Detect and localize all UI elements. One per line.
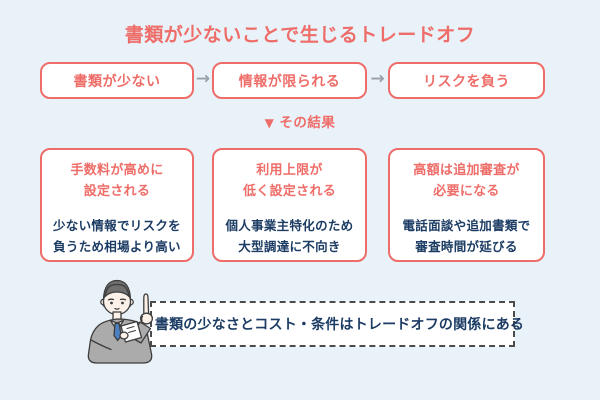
flow-step-bear-risk: リスクを負う (388, 62, 545, 99)
flow-step-few-documents: 書類が少ない (40, 62, 194, 99)
callout-text: 書類の少なさとコスト・条件はトレードオフの関係にある (154, 317, 525, 333)
triangle-down-icon: ▼ (264, 116, 275, 130)
flow-step-label: 書類が少ない (73, 73, 161, 90)
card-extra-review: 高額は追加審査が 必要になる 電話面談や追加書類で 審査時間が延びる (388, 148, 545, 262)
card-heading: 手数料が高めに 設定される (70, 163, 164, 199)
tie (113, 322, 122, 342)
card-low-limit: 利用上限が 低く設定される 個人事業主特化のため 大型調達に不向き (212, 148, 367, 262)
flow-step-label: 情報が限られる (238, 73, 341, 90)
card-high-fees: 手数料が高めに 設定される 少ない情報でリスクを 負うため相場より高い (40, 148, 194, 262)
flow-arrow-icon: → (195, 69, 211, 89)
callout-box: 書類の少なさとコスト・条件はトレードオフの関係にある (150, 301, 524, 347)
card-heading: 高額は追加審査が 必要になる (413, 163, 520, 199)
card-body: 電話面談や追加書類で 審査時間が延びる (402, 217, 531, 255)
flow-step-limited-info: 情報が限られる (212, 62, 367, 99)
result-label: ▼ その結果 (0, 111, 600, 131)
businessman-pointing-illustration (87, 279, 154, 364)
card-body: 少ない情報でリスクを 負うため相場より高い (52, 217, 181, 255)
flow-arrow-icon: → (370, 69, 385, 89)
card-heading: 利用上限が 低く設定される (242, 163, 337, 199)
page-title: 書類が少ないことで生じるトレードオフ (124, 24, 476, 46)
card-body: 個人事業主特化のため 大型調達に不向き (225, 217, 354, 255)
result-label-text: その結果 (279, 115, 336, 131)
flow-step-label: リスクを負う (423, 73, 510, 90)
